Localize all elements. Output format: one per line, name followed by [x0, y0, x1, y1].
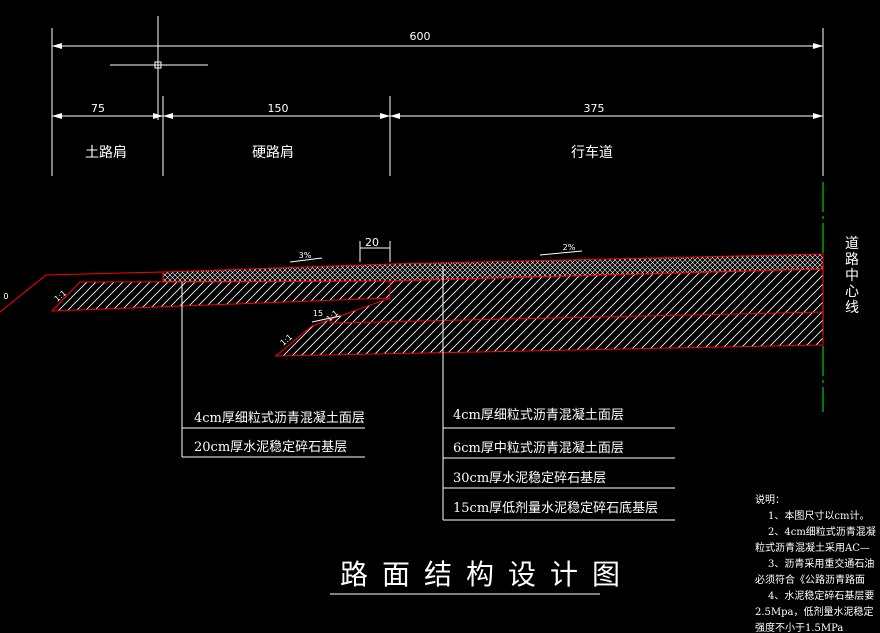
centerline-label: 道路中心线 — [845, 236, 859, 316]
note-line-6: 4、水泥稳定碎石基层要 — [768, 589, 874, 602]
note-line-4: 3、沥青采用重交通石油 — [768, 557, 874, 570]
shoulder-layer-2: 20cm厚水泥稳定碎石基层 — [194, 439, 347, 455]
dim-earth-shoulder: 75 — [91, 102, 105, 115]
carriageway-layer-4: 15cm厚低剂量水泥稳定碎石底基层 — [453, 500, 658, 516]
note-line-1: 1、本图尺寸以cm计。 — [768, 509, 869, 522]
note-line-8: 强度不小于1.5MPa — [755, 621, 843, 633]
shoulder-base-layer — [50, 280, 391, 312]
dim-carriageway: 375 — [584, 102, 605, 115]
slope-carriageway: 2% — [563, 243, 576, 252]
notes-heading: 说明： — [755, 493, 785, 506]
note-line-5: 必须符合《公路沥青路面 — [755, 573, 865, 586]
dim-total: 600 — [410, 30, 431, 43]
slope-edge: 0 — [3, 292, 8, 301]
dim-hard-shoulder: 150 — [268, 102, 289, 115]
note-line-2: 2、4cm细粒式沥青混凝 — [768, 525, 876, 538]
carriageway-layer-2: 6cm厚中粒式沥青混凝土面层 — [453, 440, 624, 456]
dim-step: 20 — [365, 236, 379, 249]
earth-shoulder-edge — [0, 271, 164, 313]
leader-lines — [181, 266, 675, 521]
slope-marks — [289, 241, 583, 323]
zone-earth-shoulder: 土路肩 — [85, 145, 127, 161]
zone-carriageway: 行车道 — [571, 144, 613, 161]
zone-hard-shoulder: 硬路肩 — [252, 145, 294, 161]
base-subbase-boundary — [329, 311, 824, 324]
dim-step-small: 15 — [313, 309, 323, 318]
note-line-3: 粒式沥青混凝土采用AC— — [755, 541, 870, 554]
note-line-7: 2.5Mpa，低剂量水泥稳定 — [755, 605, 874, 618]
slope-shoulder: 3% — [299, 251, 312, 260]
shoulder-layer-1: 4cm厚细粒式沥青混凝土面层 — [194, 410, 365, 426]
drawing-title: 路面结构设计图 — [340, 558, 634, 591]
dimension-lines — [51, 16, 824, 176]
carriageway-layer-3: 30cm厚水泥稳定碎石基层 — [453, 470, 606, 486]
dimension-arrows — [52, 43, 823, 119]
carriageway-layer-1: 4cm厚细粒式沥青混凝土面层 — [453, 407, 624, 423]
